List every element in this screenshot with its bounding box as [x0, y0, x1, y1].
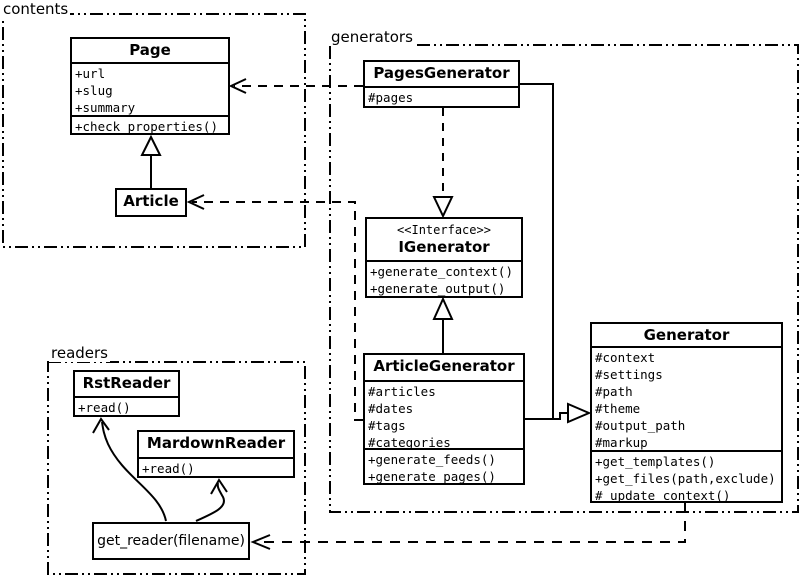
package-generators-border [329, 44, 799, 513]
method: +generate_feeds() [368, 452, 496, 467]
function-get-reader-label: get_reader(filename) [97, 533, 245, 549]
class-generator-methods: +get_templates() +get_files(path,exclude… [592, 450, 781, 504]
class-pagesgenerator-title: PagesGenerator [373, 64, 510, 82]
class-igenerator: <<Interface>> IGenerator +generate_conte… [365, 217, 523, 298]
class-mardownreader-title: MardownReader [146, 434, 286, 452]
class-articlegenerator: ArticleGenerator #articles #dates #tags … [363, 353, 525, 485]
attribute: +slug [75, 83, 113, 98]
edge-getreader-to-rstreader [92, 417, 167, 522]
package-generators-label: generators [329, 28, 415, 46]
attribute: #context [595, 350, 656, 365]
attribute: #path [595, 384, 633, 399]
class-articlegenerator-title: ArticleGenerator [373, 357, 515, 375]
attribute: +url [75, 66, 106, 81]
attribute: #output_path [595, 418, 686, 433]
method: +read() [78, 400, 131, 415]
method: #_update_context() [595, 488, 731, 503]
attribute: #categories [368, 435, 451, 448]
method: +get_files(path,exclude) [595, 471, 776, 486]
class-page-attributes: +url +slug +summary [72, 62, 228, 115]
function-get-reader: get_reader(filename) [92, 522, 250, 560]
method: +read() [142, 461, 195, 476]
edge-articlegenerator-uses-article [186, 194, 363, 421]
attribute: #theme [595, 401, 641, 416]
method: +generate_pages() [368, 469, 496, 484]
class-pagesgenerator-attributes: #pages [365, 86, 518, 106]
class-page-methods: +check_properties() [72, 115, 228, 135]
class-igenerator-stereotype: <<Interface>> [397, 223, 491, 237]
class-page-title: Page [129, 41, 171, 59]
class-mardownreader: MardownReader +read() [137, 430, 295, 478]
edge-generator-uses-getreader [250, 503, 686, 550]
class-generator: Generator #context #settings #path #them… [590, 322, 783, 503]
attribute: +summary [75, 100, 136, 115]
class-articlegenerator-attributes: #articles #dates #tags #categories [365, 380, 523, 448]
attribute: #settings [595, 367, 663, 382]
package-readers-label: readers [49, 344, 110, 362]
edge-getreader-to-mardownreader [195, 478, 228, 522]
class-igenerator-header: <<Interface>> IGenerator [367, 219, 521, 260]
package-contents-label: contents [1, 0, 71, 18]
method: +get_templates() [595, 454, 716, 469]
class-page: Page +url +slug +summary +check_properti… [70, 37, 230, 135]
class-rstreader: RstReader +read() [73, 370, 180, 417]
class-articlegenerator-methods: +generate_feeds() +generate_pages() [365, 448, 523, 485]
class-generator-title: Generator [643, 326, 730, 344]
attribute: #tags [368, 418, 406, 433]
package-contents-border [2, 13, 306, 248]
class-igenerator-title: IGenerator [398, 238, 490, 256]
method: +generate_output() [370, 281, 506, 296]
attribute: #markup [595, 435, 648, 450]
class-generator-attributes: #context #settings #path #theme #output_… [592, 346, 781, 450]
method: +check_properties() [75, 119, 218, 134]
class-rstreader-title: RstReader [82, 374, 171, 392]
class-mardownreader-methods: +read() [139, 457, 293, 477]
edge-articlegenerator-extends-igenerator [432, 296, 454, 353]
edge-pagesgenerator-uses-page [228, 78, 363, 94]
class-igenerator-methods: +generate_context() +generate_output() [367, 260, 521, 297]
edge-pagesgenerator-implements-igenerator [432, 108, 454, 219]
edge-generators-extend-generator [520, 83, 592, 424]
class-article-title: Article [123, 192, 179, 210]
attribute: #pages [368, 90, 414, 105]
attribute: #articles [368, 384, 436, 399]
class-rstreader-methods: +read() [75, 396, 178, 416]
method: +generate_context() [370, 264, 513, 279]
attribute: #dates [368, 401, 414, 416]
package-readers-border [47, 361, 306, 575]
class-article: Article [115, 188, 187, 217]
edge-article-extends-page [140, 134, 162, 188]
class-pagesgenerator: PagesGenerator #pages [363, 60, 520, 108]
